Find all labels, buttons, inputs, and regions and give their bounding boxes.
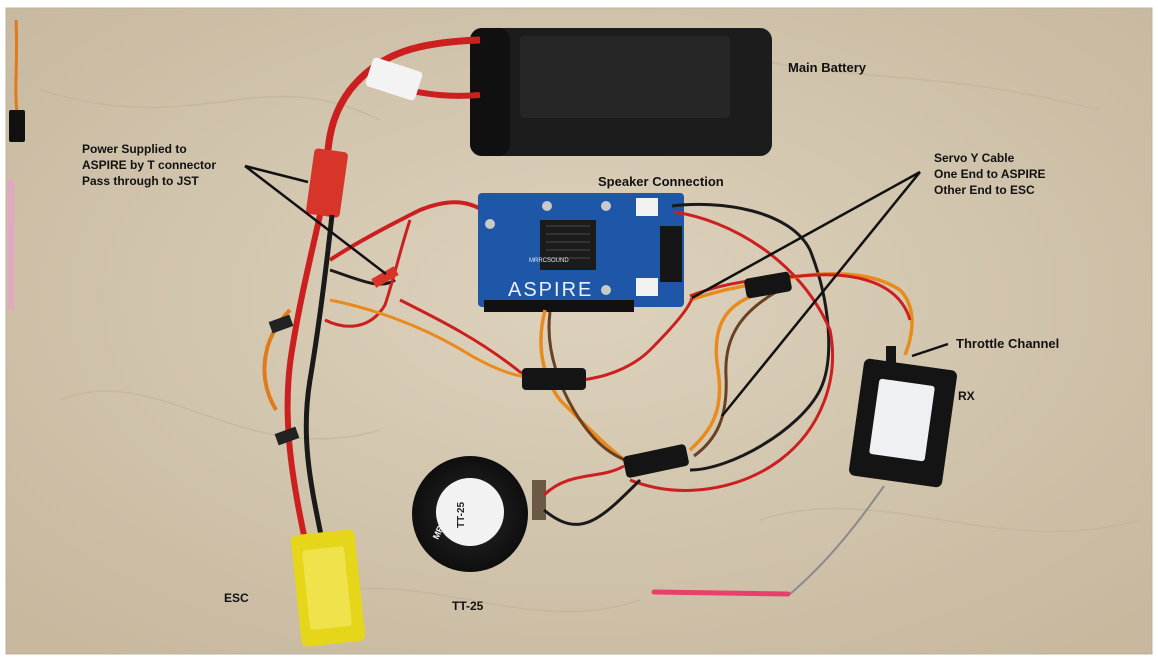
- label-speaker-connection: Speaker Connection: [598, 174, 724, 189]
- main-battery: [470, 28, 772, 156]
- servo-plug-lower: [623, 444, 689, 478]
- annotation-lines: [244, 164, 949, 417]
- speaker-model-text: TT-25: [456, 501, 467, 528]
- board-brand-text: MRRCSOUND: [529, 258, 569, 264]
- label-servo-y-line1: Servo Y Cable: [934, 151, 1015, 165]
- pink-strip: [8, 180, 14, 310]
- aspire-board: MRRCSOUND ASPIRE: [478, 193, 684, 312]
- servo-plug-left: [9, 110, 25, 142]
- esc: [290, 529, 366, 647]
- servo-plug-center: [522, 368, 586, 390]
- y-cable-junction: [744, 271, 792, 299]
- label-servo-y-cable: Servo Y Cable One End to ASPIRE Other En…: [934, 150, 1046, 198]
- label-rx: RX: [958, 389, 975, 403]
- label-esc: ESC: [224, 591, 249, 605]
- label-main-battery: Main Battery: [788, 60, 867, 75]
- t-connector: [306, 148, 348, 218]
- label-power-supplied-line2: ASPIRE by T connector: [82, 158, 217, 172]
- board-name-text: ASPIRE: [508, 279, 593, 301]
- speaker-tt25: MRRCSOUND TT-25: [412, 456, 546, 572]
- label-servo-y-line3: Other End to ESC: [934, 183, 1035, 197]
- label-tt25: TT-25: [452, 599, 484, 613]
- label-power-supplied-line3: Pass through to JST: [82, 174, 199, 188]
- rx-receiver: [849, 358, 957, 488]
- label-throttle-channel: Throttle Channel: [956, 336, 1060, 351]
- label-servo-y-line2: One End to ASPIRE: [934, 167, 1046, 181]
- balance-connector: [365, 57, 423, 101]
- label-power-supplied-line1: Power Supplied to: [82, 142, 187, 156]
- label-power-supplied: Power Supplied to ASPIRE by T connector …: [82, 141, 216, 189]
- antenna-tube: [651, 589, 791, 597]
